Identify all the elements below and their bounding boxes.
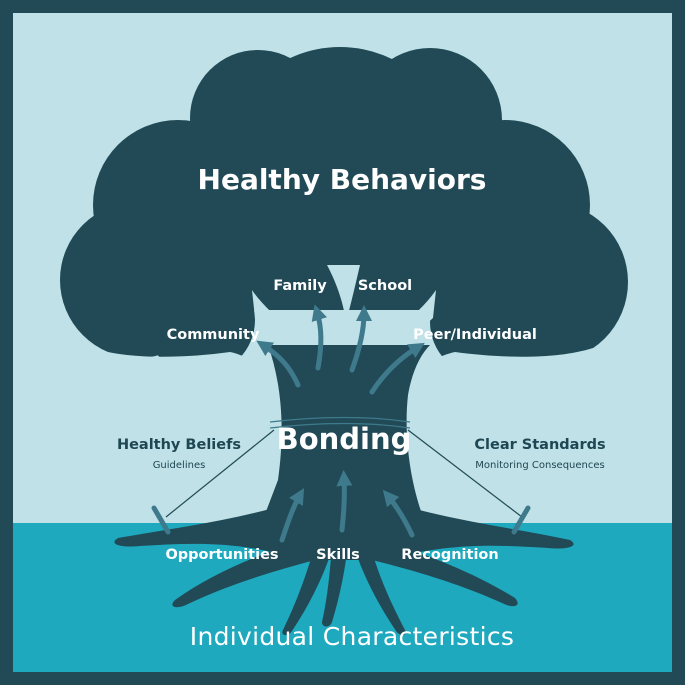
- support-left-subtitle: Guidelines: [152, 460, 206, 471]
- title-healthy-behaviors: Healthy Behaviors: [197, 163, 487, 196]
- root-opportunities: Opportunities: [165, 547, 279, 563]
- support-stakes: [151, 429, 531, 535]
- branch-peer-individual: Peer/Individual: [413, 327, 537, 343]
- arrow-skills: [336, 470, 353, 533]
- support-right-subtitle: Monitoring Consequences: [475, 460, 605, 471]
- bonding-band: [269, 416, 411, 429]
- support-left-title: Healthy Beliefs: [116, 437, 242, 453]
- root-recognition: Recognition: [401, 547, 499, 563]
- foundation-individual-characteristics: Individual Characteristics: [189, 622, 515, 651]
- arrow-peer: [369, 342, 425, 395]
- tree-canopy: [60, 47, 628, 377]
- support-right-title: Clear Standards: [474, 437, 606, 453]
- root-skills: Skills: [316, 547, 360, 563]
- branch-family: Family: [273, 278, 327, 294]
- tree-roots: [114, 500, 574, 636]
- canopy-notches: [92, 265, 593, 392]
- branch-community: Community: [166, 327, 260, 343]
- arrow-school: [349, 305, 372, 373]
- arrow-recognition: [382, 489, 415, 538]
- arrow-opportunities: [279, 488, 305, 543]
- growth-arrows: [256, 304, 425, 543]
- arrow-community: [256, 340, 301, 388]
- core-bonding: Bonding: [276, 422, 412, 456]
- branch-school: School: [357, 278, 413, 294]
- tree-trunk: [262, 345, 430, 522]
- arrow-family: [311, 304, 328, 371]
